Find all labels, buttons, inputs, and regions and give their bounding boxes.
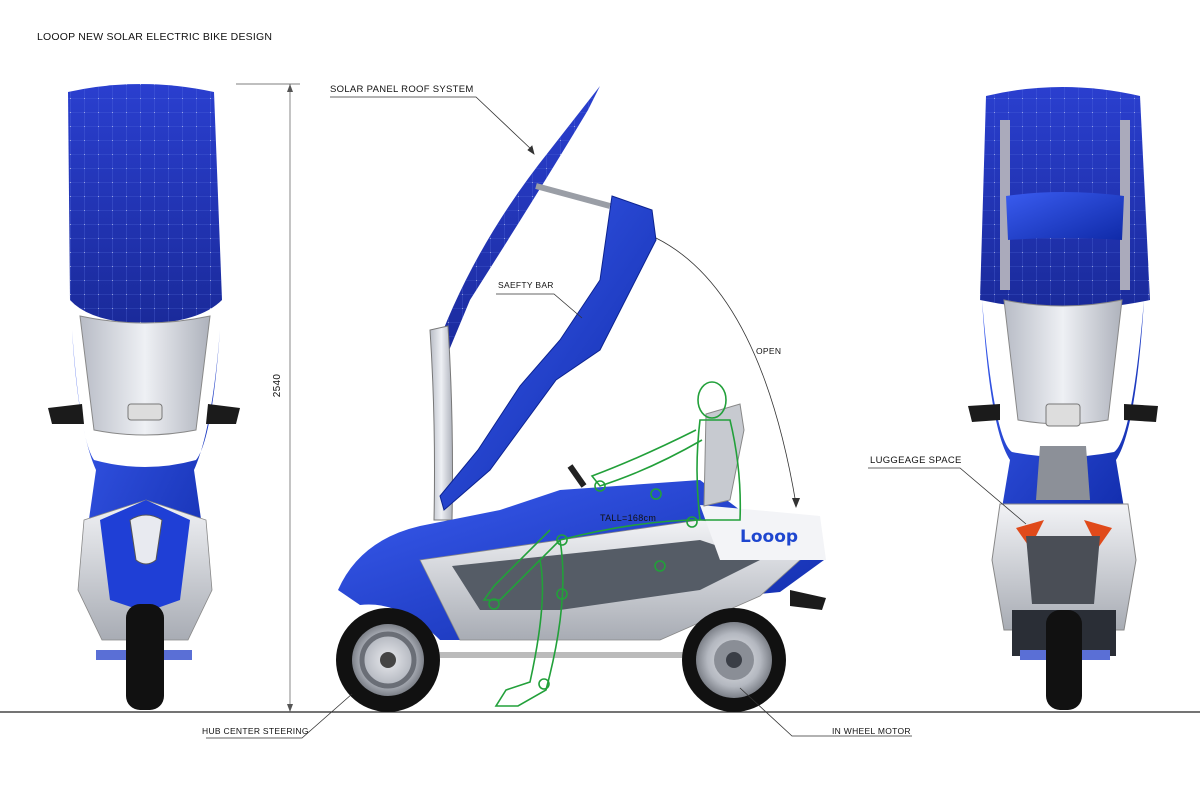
- hub-steering-leader: [206, 693, 353, 739]
- leader-lines: [206, 96, 1027, 739]
- front-view: [48, 84, 240, 710]
- rider-height-label: TALL=168cm: [600, 513, 657, 523]
- wheel-motor-label: IN WHEEL MOTOR: [832, 726, 911, 736]
- rear-mirror-right: [1124, 404, 1158, 422]
- front-mirror-right: [206, 404, 240, 424]
- luggage-label: LUGGEAGE SPACE: [870, 455, 962, 466]
- rear-mirror-left: [968, 404, 1000, 422]
- front-headlight: [129, 514, 163, 565]
- brand-logo: Looop: [740, 527, 798, 547]
- open-label: OPEN: [756, 346, 782, 356]
- rear-body: [982, 300, 1144, 520]
- safety-bar: [439, 195, 657, 511]
- solar-roof-leader: [330, 96, 533, 151]
- luggage-leader: [868, 467, 1027, 525]
- rear-windshield: [1003, 299, 1123, 425]
- wheel-motor-leader: [739, 687, 912, 737]
- side-view: Looop: [336, 86, 826, 712]
- front-mirror-left: [48, 404, 84, 424]
- rider-silhouette: [482, 381, 742, 707]
- front-wheel: [126, 604, 164, 710]
- safety-bar-label: SAEFTY BAR: [498, 280, 554, 290]
- open-arc: [655, 237, 797, 505]
- rear-view: [968, 87, 1158, 710]
- solar-roof-label: SOLAR PANEL ROOF SYSTEM: [330, 84, 474, 95]
- page-title: LOOOP NEW SOLAR ELECTRIC BIKE DESIGN: [37, 31, 273, 43]
- height-dimension: [236, 83, 300, 712]
- front-windshield: [79, 315, 211, 436]
- hub-steering-label: HUB CENTER STEERING: [202, 726, 309, 736]
- height-dimension-label: 2540: [272, 373, 284, 398]
- rear-wheel: [1046, 610, 1082, 710]
- safety-bar-leader: [496, 293, 583, 319]
- side-seat: [703, 403, 745, 507]
